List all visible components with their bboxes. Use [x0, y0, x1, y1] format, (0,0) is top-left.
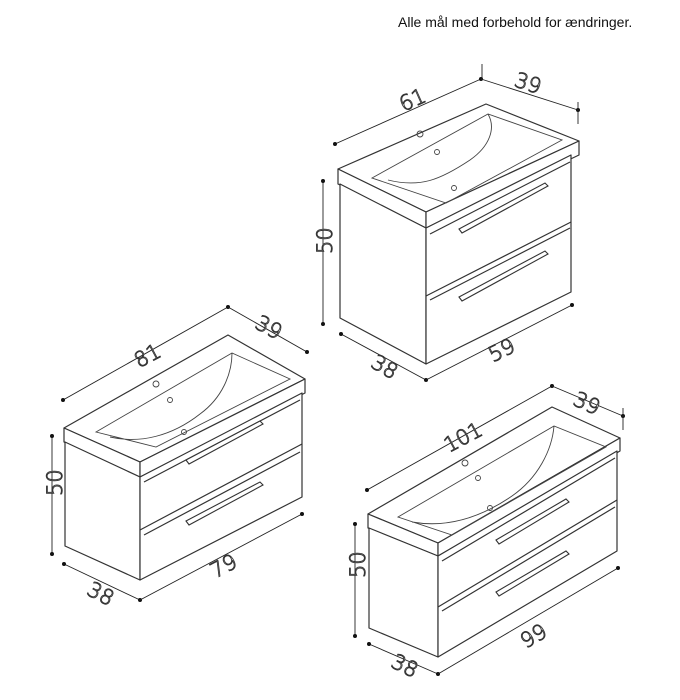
cabinet-81-height-label: 50: [43, 469, 67, 496]
cabinet-101-drawing: 101 39 50 38 99: [346, 384, 625, 683]
cabinet-101-width-bottom-label: 99: [516, 619, 551, 653]
cabinet-81-handle-bottom: [185, 481, 264, 526]
cabinet-81-bowl: [94, 352, 292, 448]
disclaimer-text: Alle mål med forbehold for ændringer.: [398, 14, 633, 30]
cabinet-101-handle-bottom: [495, 550, 570, 597]
cabinet-81-handle-top: [185, 420, 264, 465]
cabinet-61-bowl: [370, 113, 564, 204]
cabinet-61-basin-side: [425, 140, 580, 229]
cabinet-81-depth-top-label: 39: [251, 311, 286, 345]
cabinet-101-height-label: 50: [346, 551, 370, 578]
cabinet-61-handle-top: [458, 182, 549, 234]
cabinet-61-width-bottom-label: 59: [484, 334, 519, 367]
cabinet-81-width-bottom-label: 79: [206, 549, 241, 583]
cabinet-101-handle-top: [495, 498, 570, 545]
cabinet-61-height-label: 50: [313, 227, 337, 254]
cabinet-101-bowl: [396, 425, 608, 536]
cabinet-101-basin-side: [437, 437, 621, 557]
cabinet-81-drawing: 81 39 50 38 79: [43, 305, 309, 611]
cabinet-61-depth-bottom-label: 38: [367, 350, 402, 384]
cabinet-61-width-top-label: 61: [395, 84, 429, 117]
cabinet-81-depth-bottom-label: 38: [83, 577, 118, 611]
cabinet-101-depth-top-label: 39: [570, 387, 604, 420]
cabinet-81-width-top-label: 81: [130, 339, 165, 373]
cabinet-61-drawing: 61 39 50 38 59: [313, 64, 580, 385]
cabinet-81-basin-side: [139, 378, 306, 478]
cabinet-61-depth-top-label: 39: [512, 68, 545, 99]
cabinet-61-handle-bottom: [458, 250, 549, 302]
